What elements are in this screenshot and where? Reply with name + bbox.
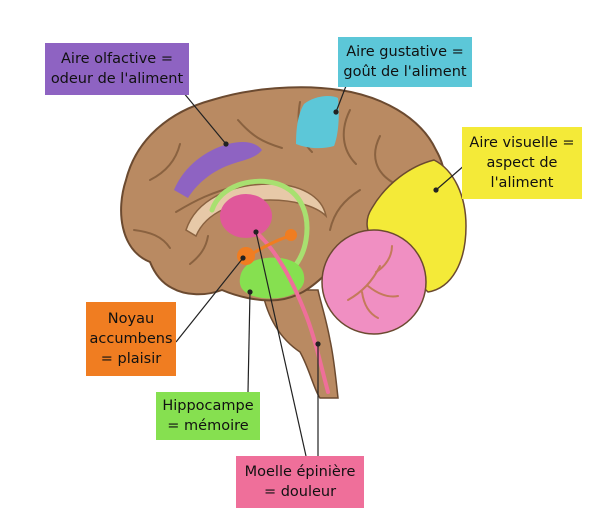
cerebellum-tree xyxy=(347,245,399,319)
moelle-label: Moelle épinière = douleur xyxy=(236,456,364,508)
leader-dots xyxy=(223,109,439,347)
thalamus xyxy=(220,194,272,238)
hippocampe-label: Hippocampe = mémoire xyxy=(156,392,260,440)
moelle-pathway xyxy=(254,230,330,394)
hippocampe-area xyxy=(239,257,305,299)
leader-lines xyxy=(175,85,467,457)
gustative-label: Aire gustative = goût de l'aliment xyxy=(338,37,472,87)
cerebellum xyxy=(321,229,427,335)
noyau-area-2 xyxy=(285,229,297,241)
visuelle-label: Aire visuelle = aspect de l'aliment xyxy=(462,127,582,199)
olfactive-area xyxy=(174,142,262,198)
olfactive-label: Aire olfactive = odeur de l'aliment xyxy=(45,43,189,95)
brain-stem xyxy=(261,289,339,399)
gustative-area xyxy=(296,96,339,149)
noyau-label: Noyau accumbens = plaisir xyxy=(86,302,176,376)
